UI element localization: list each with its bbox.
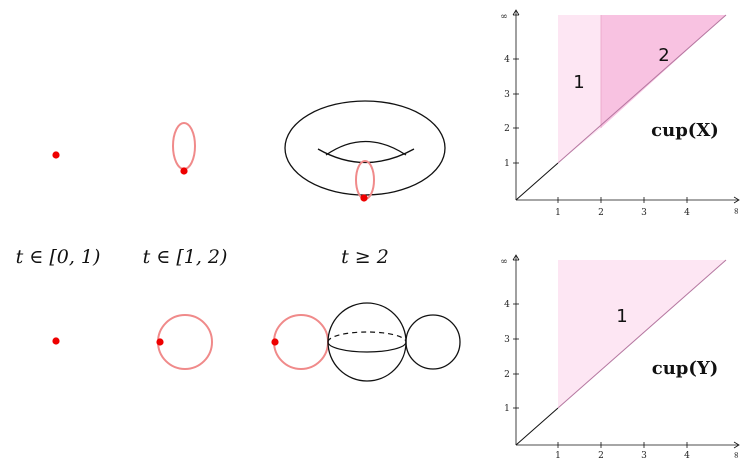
time-label-1: t ∈ [1, 2) <box>143 246 228 268</box>
x-tick-label: 2 <box>598 208 604 218</box>
loop-y-t1 <box>157 314 213 370</box>
y-tick-label: 4 <box>504 55 510 65</box>
cup-label-y: cup(Y) <box>652 358 719 379</box>
chart-top: 1 2 3 4 ∞ 1 2 3 4 ∞ 1 2 cup(X) <box>500 9 742 218</box>
loop-y-t2 <box>273 314 329 370</box>
region-label-1: 1 <box>616 306 627 327</box>
y-inf-label: ∞ <box>500 257 508 267</box>
point-y-t0 <box>52 337 60 345</box>
x-tick-label: 3 <box>641 451 647 461</box>
region-1 <box>558 15 601 163</box>
region-label-2: 2 <box>658 45 669 66</box>
y-tick-label: 2 <box>504 370 510 380</box>
y-axis-arrow <box>512 9 520 16</box>
point-y-t2 <box>271 338 279 346</box>
torus-outline <box>284 100 446 196</box>
diagonal-lower <box>515 162 559 201</box>
region-label-1: 1 <box>573 72 584 93</box>
sphere-equator-back <box>327 331 407 343</box>
point-y-t1 <box>156 338 164 346</box>
diagonal-lower <box>515 407 559 446</box>
point-x-t1 <box>180 167 188 175</box>
x-tick-label: 4 <box>684 451 690 461</box>
y-tick-label: 4 <box>504 300 510 310</box>
y-tick-label: 3 <box>504 90 510 100</box>
x-tick-label-inf: ∞ <box>732 451 742 459</box>
sphere-equator-front <box>327 341 407 353</box>
y-inf-label: ∞ <box>500 12 508 22</box>
point-x-t0 <box>52 151 60 159</box>
wedge-space <box>271 302 461 382</box>
region-2 <box>601 15 726 128</box>
diagonal-upper <box>557 259 727 409</box>
cup-label-x: cup(X) <box>651 120 719 141</box>
diagonal-upper <box>557 14 727 164</box>
y-tick-label: 1 <box>504 404 510 414</box>
y-ticks: 1 2 3 4 ∞ <box>500 12 519 169</box>
point-x-t2 <box>360 194 368 202</box>
y-tick-label: 3 <box>504 335 510 345</box>
torus <box>284 100 446 202</box>
x-axis-arrow <box>733 441 740 449</box>
x-tick-label-inf: ∞ <box>732 207 742 215</box>
y-tick-label: 1 <box>504 159 510 169</box>
x-axis-arrow <box>733 196 740 204</box>
y-tick-label: 2 <box>504 124 510 134</box>
x-tick-label: 2 <box>598 451 604 461</box>
meridian-loop <box>355 160 375 200</box>
time-label-0: t ∈ [0, 1) <box>16 246 101 268</box>
loop-x-t1 <box>172 122 196 170</box>
sphere <box>327 302 407 382</box>
x-tick-label: 3 <box>641 208 647 218</box>
x-tick-label: 1 <box>555 451 561 461</box>
x-tick-label: 4 <box>684 208 690 218</box>
x-tick-label: 1 <box>555 208 561 218</box>
x-ticks: 1 2 3 4 ∞ <box>555 197 742 218</box>
circle-y <box>405 314 461 370</box>
y-ticks: 1 2 3 4 ∞ <box>500 257 519 414</box>
torus-hole-upper <box>325 140 407 156</box>
x-ticks: 1 2 3 4 ∞ <box>555 442 742 461</box>
chart-bottom: 1 2 3 4 ∞ 1 2 3 4 ∞ 1 cup(Y) <box>500 254 742 461</box>
time-label-2: t ≥ 2 <box>341 246 389 268</box>
y-axis-arrow <box>512 254 520 261</box>
